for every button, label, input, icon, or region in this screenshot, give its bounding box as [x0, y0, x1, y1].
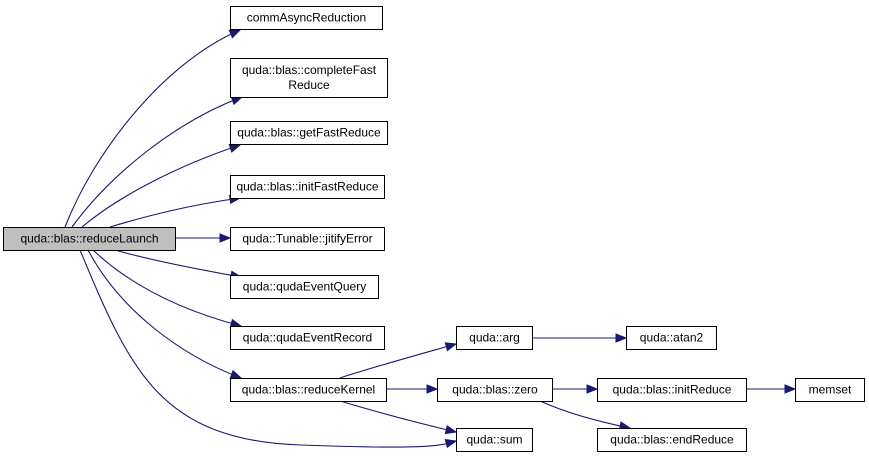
node-box[interactable] [456, 326, 533, 350]
edge-line [109, 197, 241, 228]
node-box[interactable] [230, 275, 379, 299]
arrowhead-icon [219, 233, 232, 243]
node-initFastReduce[interactable]: quda::blas::initFastReduce [230, 175, 385, 199]
node-sum[interactable]: quda::sum [456, 428, 533, 452]
arrowhead-icon [444, 438, 458, 449]
arrowhead-icon [784, 384, 797, 394]
arrowhead-icon [586, 384, 599, 394]
node-memset[interactable]: memset [795, 378, 865, 402]
edge-line [339, 400, 457, 433]
edge-reduceLaunch-to-commAsyncReduction [64, 29, 242, 228]
edge-reduceLaunch-to-reduceKernel [87, 249, 243, 379]
arrowhead-icon [229, 369, 243, 379]
node-reduceLaunch[interactable]: quda::blas::reduceLaunch [3, 227, 176, 251]
node-label: commAsyncReduction [247, 11, 366, 25]
edge-line [92, 249, 242, 327]
edge-line [81, 144, 241, 228]
node-qudaEventRecord[interactable]: quda::qudaEventRecord [230, 326, 385, 350]
edge-reduceKernel-to-zero [386, 384, 439, 394]
node-box[interactable] [230, 121, 388, 145]
node-endReduce[interactable]: quda::blas::endReduce [597, 428, 747, 452]
edge-reduceLaunch-to-getFastReduce [81, 143, 242, 228]
node-label: quda::qudaEventRecord [243, 331, 372, 345]
edge-zero-to-endReduce [539, 400, 632, 431]
node-label: memset [809, 383, 852, 397]
node-box[interactable] [230, 175, 385, 199]
node-box[interactable] [230, 326, 385, 350]
node-reduceKernel[interactable]: quda::blas::reduceKernel [230, 378, 387, 402]
edge-zero-to-initReduce [552, 384, 599, 394]
edge-line [64, 29, 241, 228]
node-box[interactable] [597, 378, 747, 402]
node-box[interactable] [437, 378, 553, 402]
node-label: quda::atan2 [640, 331, 704, 345]
node-jitifyError[interactable]: quda::Tunable::jitifyError [230, 227, 385, 251]
node-label: quda::blas::reduceLaunch [20, 232, 158, 246]
arrowhead-icon [444, 424, 458, 435]
node-box[interactable] [795, 378, 865, 402]
edge-reduceLaunch-to-initFastReduce [109, 194, 242, 228]
node-atan2[interactable]: quda::atan2 [626, 326, 717, 350]
edge-reduceKernel-to-sum [339, 400, 458, 435]
node-label: quda::arg [469, 331, 520, 345]
node-label: quda::sum [466, 433, 522, 447]
node-box[interactable] [230, 378, 387, 402]
edge-reduceLaunch-to-qudaEventQuery [114, 249, 243, 280]
node-label: quda::blas::completeFast [242, 63, 377, 77]
edge-line [71, 96, 243, 228]
node-box[interactable] [230, 58, 388, 98]
arrowhead-icon [444, 342, 458, 352]
edge-reduceLaunch-to-qudaEventRecord [92, 249, 243, 328]
node-qudaEventQuery[interactable]: quda::qudaEventQuery [230, 275, 379, 299]
edge-line [114, 249, 242, 278]
node-label: quda::blas::zero [452, 383, 538, 397]
node-getFastReduce[interactable]: quda::blas::getFastReduce [230, 121, 388, 145]
edge-reduceLaunch-to-sum [79, 249, 458, 449]
node-label: Reduce [288, 78, 330, 92]
node-commAsyncReduction[interactable]: commAsyncReduction [230, 6, 383, 30]
edge-line [339, 343, 457, 379]
arrowhead-icon [228, 29, 242, 39]
edge-reduceKernel-to-arg [339, 342, 458, 379]
node-zero[interactable]: quda::blas::zero [437, 378, 553, 402]
node-arg[interactable]: quda::arg [456, 326, 533, 350]
edge-arg-to-atan2 [531, 333, 628, 343]
node-label: quda::blas::endReduce [610, 433, 734, 447]
node-box[interactable] [230, 227, 385, 251]
node-label: quda::blas::reduceKernel [242, 383, 375, 397]
node-box[interactable] [230, 6, 383, 30]
node-box[interactable] [456, 428, 533, 452]
node-label: quda::blas::initReduce [613, 383, 732, 397]
arrowhead-icon [228, 143, 242, 153]
node-initReduce[interactable]: quda::blas::initReduce [597, 378, 747, 402]
edge-reduceLaunch-to-jitifyError [174, 233, 232, 243]
arrowhead-icon [615, 333, 628, 343]
edge-initReduce-to-memset [746, 384, 797, 394]
node-label: quda::blas::initFastReduce [236, 180, 378, 194]
edge-line [79, 249, 457, 448]
node-box[interactable] [3, 227, 176, 251]
node-box[interactable] [626, 326, 717, 350]
node-label: quda::Tunable::jitifyError [242, 232, 372, 246]
edge-line [87, 249, 242, 379]
edge-line [539, 400, 631, 429]
arrowhead-icon [426, 384, 439, 394]
node-box[interactable] [597, 428, 747, 452]
edge-reduceLaunch-to-completeFastReduce [71, 96, 244, 228]
node-label: quda::blas::getFastReduce [237, 126, 381, 140]
node-label: quda::qudaEventQuery [243, 280, 366, 294]
